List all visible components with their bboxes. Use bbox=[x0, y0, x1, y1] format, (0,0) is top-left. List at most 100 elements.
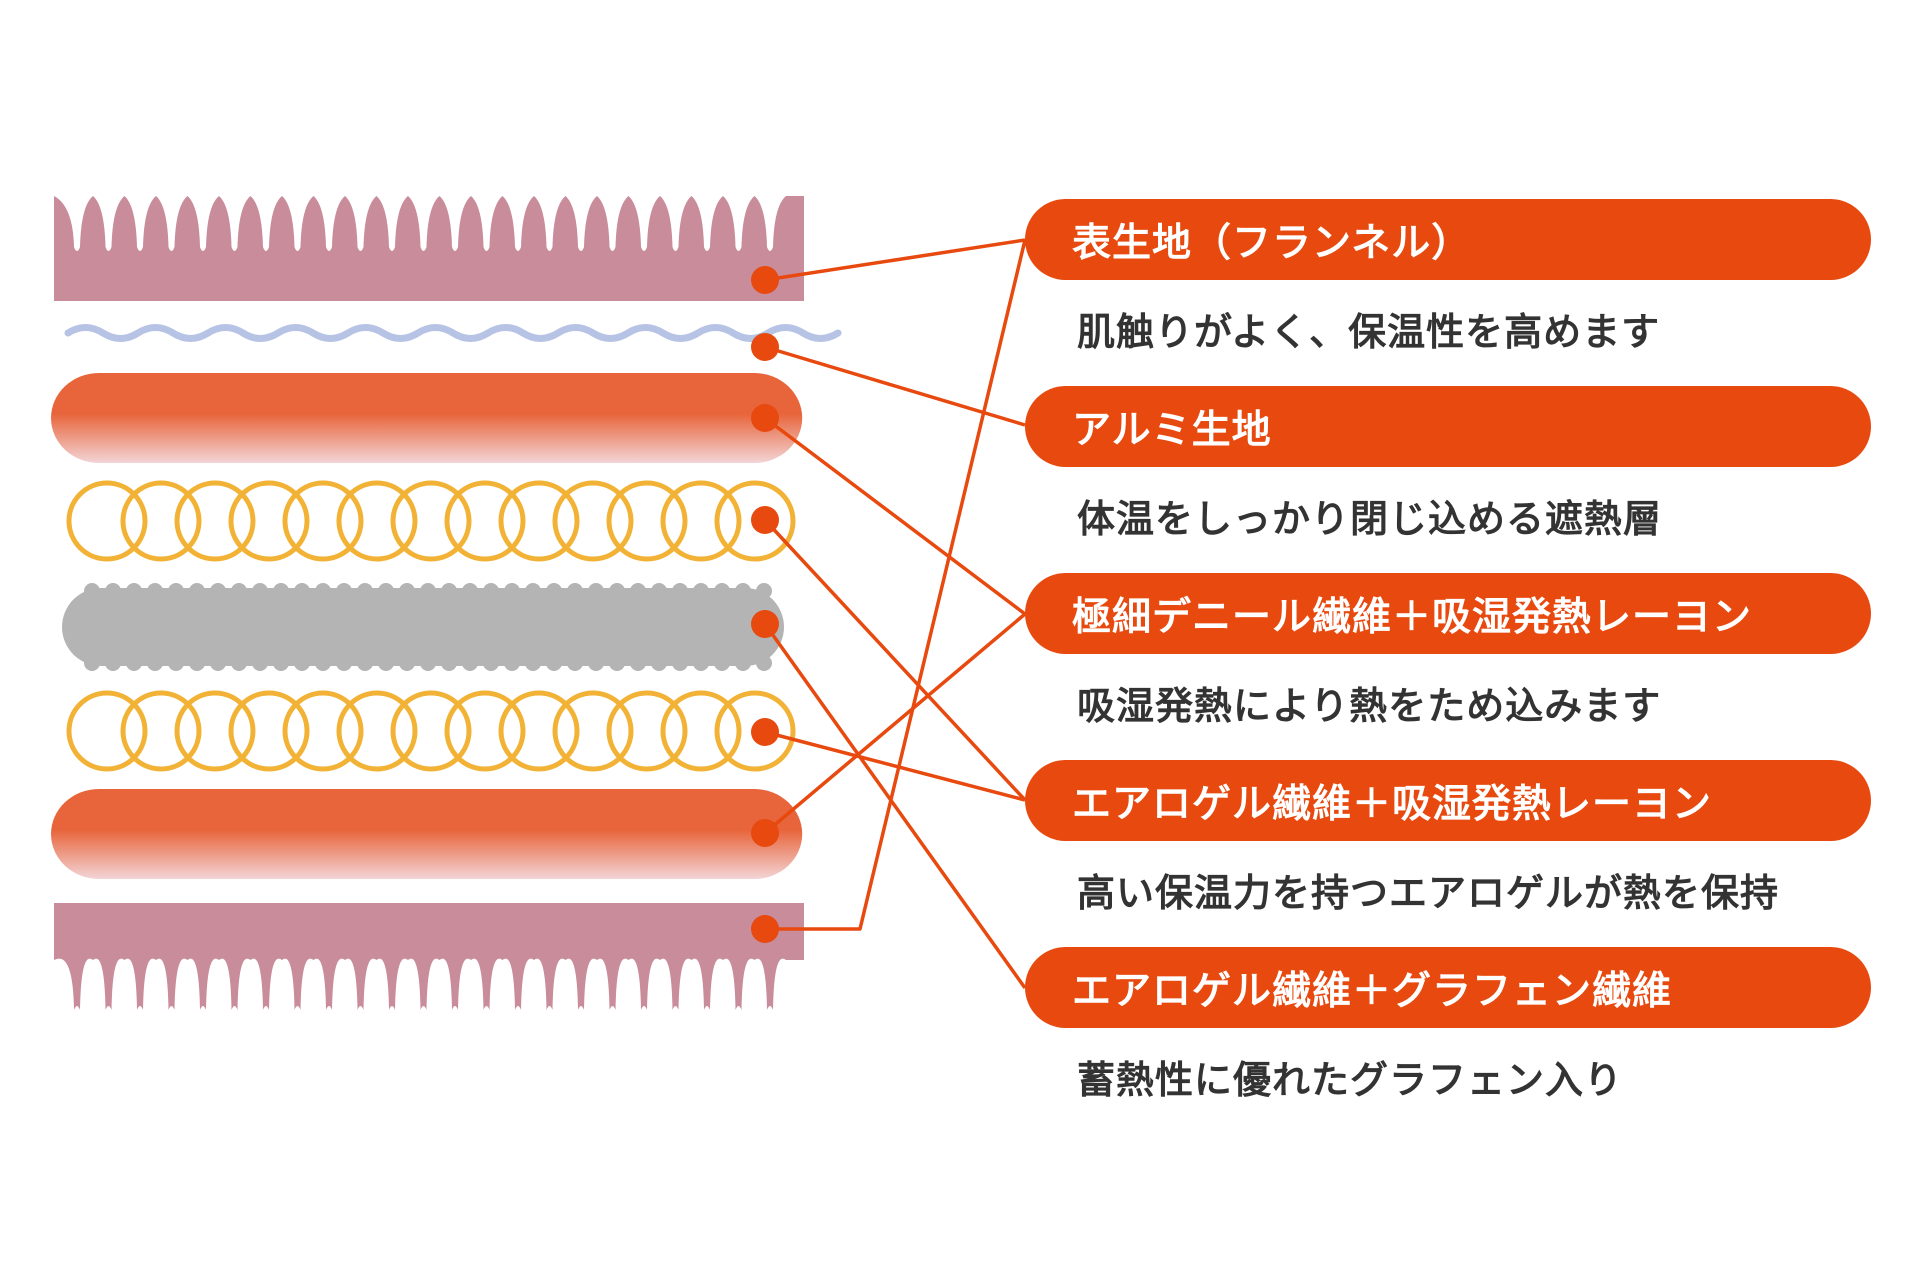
graphene-bump bbox=[399, 583, 415, 599]
graphene-bump bbox=[126, 583, 142, 599]
graphene-bump bbox=[336, 655, 352, 671]
graphene-bump bbox=[84, 655, 100, 671]
label-desc-aerogel-rayon: 高い保温力を持つエアロゲルが熱を保持 bbox=[1077, 871, 1780, 915]
graphene-bump bbox=[651, 655, 667, 671]
graphene-bump bbox=[546, 583, 562, 599]
graphene-bump bbox=[273, 655, 289, 671]
graphene-bump bbox=[168, 655, 184, 671]
graphene-bump bbox=[693, 655, 709, 671]
aerogel-ring bbox=[336, 480, 418, 562]
aerogel-ring bbox=[390, 480, 472, 562]
layer-marker-dot-1 bbox=[751, 266, 779, 294]
graphene-bump bbox=[336, 583, 352, 599]
aerogel-ring bbox=[660, 690, 742, 772]
aerogel-ring bbox=[282, 690, 364, 772]
graphene-bump bbox=[126, 655, 142, 671]
graphene-bump bbox=[483, 583, 499, 599]
connector-line-2 bbox=[764, 345, 1026, 427]
flannel-top-layer bbox=[54, 196, 804, 301]
aerogel-ring bbox=[120, 480, 202, 562]
graphene-bump bbox=[84, 583, 100, 599]
aerogel-ring bbox=[552, 690, 634, 772]
layer-marker-dot-7 bbox=[751, 819, 779, 847]
graphene-bump bbox=[252, 655, 268, 671]
graphene-bump bbox=[399, 655, 415, 671]
layer-marker-dot-2 bbox=[751, 333, 779, 361]
aerogel-ring bbox=[552, 480, 634, 562]
connector-line-7 bbox=[763, 612, 1027, 835]
aerogel-ring bbox=[336, 690, 418, 772]
graphene-bump bbox=[189, 583, 205, 599]
layer-marker-dot-4 bbox=[751, 506, 779, 534]
fabric-layers bbox=[51, 196, 842, 1010]
aerogel-ring-top-layer bbox=[66, 480, 796, 562]
graphene-bump bbox=[273, 583, 289, 599]
denier-bottom-layer bbox=[51, 789, 803, 879]
graphene-bump bbox=[504, 583, 520, 599]
aerogel-ring bbox=[282, 480, 364, 562]
graphene-bump bbox=[378, 583, 394, 599]
graphene-bump bbox=[630, 655, 646, 671]
graphene-core-bar bbox=[62, 588, 784, 666]
graphene-bump bbox=[714, 583, 730, 599]
aluminium-wave-layer bbox=[64, 324, 842, 342]
denier-puff-fill bbox=[99, 789, 755, 879]
graphene-bump bbox=[315, 583, 331, 599]
aerogel-ring bbox=[390, 690, 472, 772]
graphene-bump bbox=[504, 655, 520, 671]
aerogel-ring bbox=[660, 480, 742, 562]
graphene-bump bbox=[231, 583, 247, 599]
graphene-bump bbox=[168, 583, 184, 599]
aerogel-ring bbox=[66, 690, 148, 772]
graphene-bump bbox=[630, 583, 646, 599]
label-desc-denier: 吸湿発熱により熱をため込みます bbox=[1077, 684, 1662, 728]
label-pill-flannel: 表生地（フランネル） bbox=[1025, 199, 1871, 280]
graphene-bump bbox=[357, 655, 373, 671]
graphene-bump bbox=[672, 655, 688, 671]
graphene-bump bbox=[252, 583, 268, 599]
aerogel-ring bbox=[498, 480, 580, 562]
graphene-bump bbox=[651, 583, 667, 599]
label-desc-aerogel-graphene: 蓄熱性に優れたグラフェン入り bbox=[1077, 1058, 1624, 1102]
aerogel-ring-bottom-layer bbox=[66, 690, 796, 772]
graphene-bump bbox=[714, 655, 730, 671]
aerogel-ring bbox=[174, 480, 256, 562]
layer-marker-dot-3 bbox=[751, 404, 779, 432]
denier-puff-fill bbox=[99, 373, 755, 463]
connector-line-4 bbox=[763, 518, 1027, 802]
connector-lines bbox=[763, 238, 1027, 990]
graphene-bump bbox=[105, 583, 121, 599]
graphene-bump bbox=[588, 655, 604, 671]
graphene-bump bbox=[567, 655, 583, 671]
layer-marker-dot-5 bbox=[751, 610, 779, 638]
aerogel-ring bbox=[228, 690, 310, 772]
label-pill-aluminium: アルミ生地 bbox=[1025, 386, 1871, 467]
layer-marker-dot-8 bbox=[751, 915, 779, 943]
graphene-bump bbox=[294, 583, 310, 599]
graphene-bump bbox=[210, 655, 226, 671]
graphene-bump bbox=[462, 583, 478, 599]
aerogel-ring bbox=[66, 480, 148, 562]
aerogel-ring bbox=[714, 690, 796, 772]
aerogel-ring bbox=[606, 480, 688, 562]
graphene-bump bbox=[588, 583, 604, 599]
graphene-bump bbox=[525, 583, 541, 599]
layer-markers bbox=[751, 266, 779, 943]
graphene-bump bbox=[546, 655, 562, 671]
graphene-bump bbox=[672, 583, 688, 599]
connector-line-5 bbox=[763, 622, 1027, 990]
connector-line-6 bbox=[764, 730, 1026, 802]
graphene-bump bbox=[357, 583, 373, 599]
aerogel-ring bbox=[498, 690, 580, 772]
graphene-bump bbox=[210, 583, 226, 599]
graphene-bump bbox=[609, 655, 625, 671]
denier-top-layer bbox=[51, 373, 803, 463]
flannel-bottom-layer bbox=[54, 903, 804, 1010]
graphene-bump bbox=[315, 655, 331, 671]
graphene-bump bbox=[294, 655, 310, 671]
graphene-bump bbox=[189, 655, 205, 671]
aerogel-ring bbox=[714, 480, 796, 562]
aerogel-ring bbox=[120, 690, 202, 772]
graphene-bump bbox=[462, 655, 478, 671]
